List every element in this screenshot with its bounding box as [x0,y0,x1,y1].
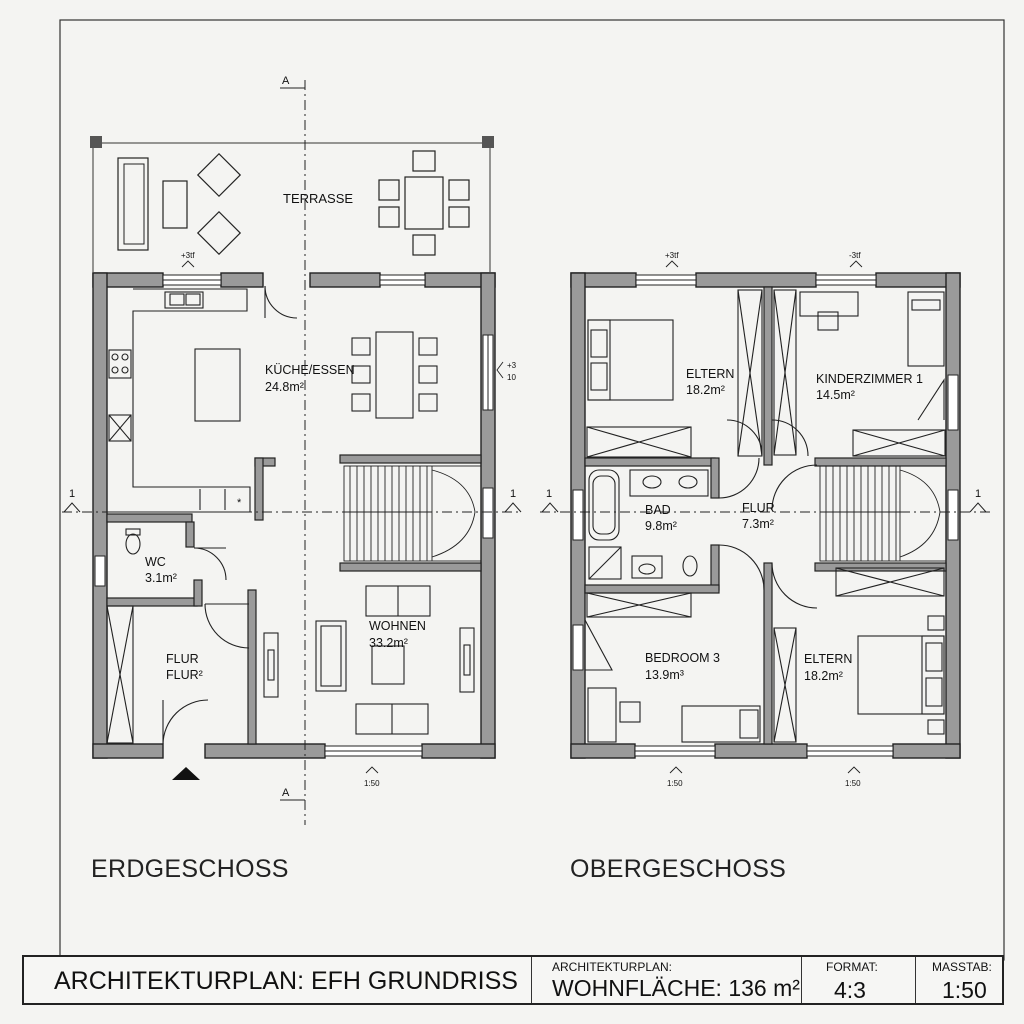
upper-floor-label: OBERGESCHOSS [570,855,787,883]
upper-stairs [819,465,947,562]
bedroom3-name: BEDROOM 3 [645,651,720,665]
hall-area: FLUR² [166,668,203,682]
parents-2-furniture [773,567,945,743]
uf-scale-mark-right: 1:50 [845,779,861,788]
kids-name: KINDERZIMMER 1 [816,372,923,386]
gf-scale-mark: 1:50 [364,779,380,788]
uf-scale-mark-left: 1:50 [667,779,683,788]
kitchen-counter [107,288,251,513]
kitchen-area: 24.8m² [265,380,304,394]
kitchen-name: KÜCHE/ESSEN [265,363,355,377]
bedroom3-furniture [584,592,761,743]
ground-windows [94,274,494,757]
ground-interior-walls [106,454,482,745]
upper-hall-name: FLUR [742,501,775,515]
uf-section-1-right: 1 [975,488,981,500]
dining-table [351,331,438,419]
fridge-mark: * [237,497,242,509]
uf-dim-top-left: +3tf [665,251,679,260]
gf-dim-right-a: +3 [507,361,517,370]
entrance-arrow [172,767,200,780]
title-cell: ARCHITEKTURPLAN: EFH GRUNDRISS [24,957,532,1003]
parents-1-name: ELTERN [686,367,734,381]
section-a-top: A [282,75,290,87]
wc-name: WC [145,555,166,569]
section-line-1-upper [540,502,990,513]
section-a-bottom: A [282,787,290,799]
section-line-1-ground [62,502,522,513]
upper-hall-doors [771,464,818,609]
upper-interior-walls [584,286,947,745]
kids-area: 14.5m² [816,388,855,402]
section-1-right: 1 [510,488,516,500]
uf-dim-top-right: -3tf [849,251,861,260]
wc-area: 3.1m² [145,571,177,585]
area-subtitle: ARCHITEKTURPLAN: [552,960,673,974]
parents-1-area: 18.2m² [686,383,725,397]
gf-dim-top: +3tf [181,251,195,260]
hall-name: FLUR [166,652,199,666]
section-1-left: 1 [69,488,75,500]
ground-floor-plan: TERRASSE [62,75,522,825]
scale-cell: MASSTAB: 1:50 [916,957,1002,1003]
terrace-label: TERRASSE [283,191,353,206]
section-line-a [280,80,306,825]
parents-2-name: ELTERN [804,652,852,666]
bath-name: BAD [645,503,671,517]
area-cell: ARCHITEKTURPLAN: WOHNFLÄCHE: 136 m² [532,957,802,1003]
bath-area: 9.8m² [645,519,677,533]
living-name: WOHNEN [369,619,426,633]
living-furniture [263,585,475,735]
living-area-total: WOHNFLÄCHE: 136 m² [552,975,800,1001]
uf-section-1-left: 1 [546,488,552,500]
wc-fixtures [125,528,227,581]
upper-windows [572,274,959,757]
bedroom3-area: 13.9m³ [645,668,684,682]
sheet-frame [59,19,1005,961]
upper-floor-plan: ELTERN 18.2m² KINDERZIMMER 1 14.5m² [540,251,990,788]
terrace [90,136,494,272]
ground-floor-label: ERDGESCHOSS [91,855,289,883]
ground-stairs [343,465,482,562]
format-value: 4:3 [834,977,866,1003]
scale-label: MASSTAB: [932,960,992,974]
gf-dim-right-b: 10 [507,373,516,382]
kids-furniture [771,289,946,457]
upper-hall-area: 7.3m² [742,517,774,531]
plan-title: ARCHITEKTURPLAN: EFH GRUNDRISS [54,967,518,995]
hall-fixtures [106,285,298,745]
bath-fixtures [588,457,765,591]
format-label: FORMAT: [826,960,878,974]
scale-value: 1:50 [942,977,987,1003]
parents-2-area: 18.2m² [804,669,843,683]
format-cell: FORMAT: 4:3 [802,957,916,1003]
parents-1-furniture [586,289,763,458]
living-area: 33.2m² [369,636,408,650]
title-block: ARCHITEKTURPLAN: EFH GRUNDRISS ARCHITEKT… [22,955,1004,1005]
